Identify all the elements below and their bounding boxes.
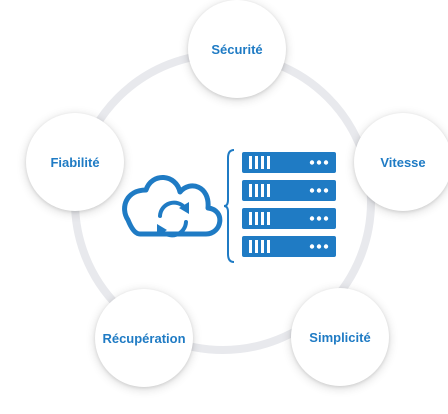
node-vitesse: Vitesse	[354, 113, 448, 211]
bracket	[223, 149, 235, 263]
sync-arrow-bottom	[159, 220, 188, 238]
server-unit	[242, 180, 336, 201]
cloud-outline	[122, 175, 223, 237]
server-stack-icon	[242, 152, 336, 257]
server-unit	[242, 236, 336, 257]
server-unit	[242, 152, 336, 173]
center-illustration	[122, 149, 336, 263]
node-securite: Sécurité	[188, 0, 286, 98]
sync-arrowhead-bottom	[157, 224, 167, 236]
node-simplicite: Simplicité	[291, 288, 389, 386]
node-label-vitesse: Vitesse	[380, 154, 426, 170]
sync-arrow-top	[158, 200, 187, 218]
node-label-fiabilite: Fiabilité	[50, 154, 100, 170]
node-label-simplicite: Simplicité	[309, 329, 371, 345]
server-unit	[242, 208, 336, 229]
node-label-securite: Sécurité	[211, 41, 263, 57]
cloud-sync-icon	[122, 175, 223, 238]
node-recuperation: Récupération	[95, 289, 193, 387]
node-fiabilite: Fiabilité	[26, 113, 124, 211]
node-label-recuperation: Récupération	[102, 330, 186, 346]
sync-arrowhead-top	[179, 202, 189, 214]
